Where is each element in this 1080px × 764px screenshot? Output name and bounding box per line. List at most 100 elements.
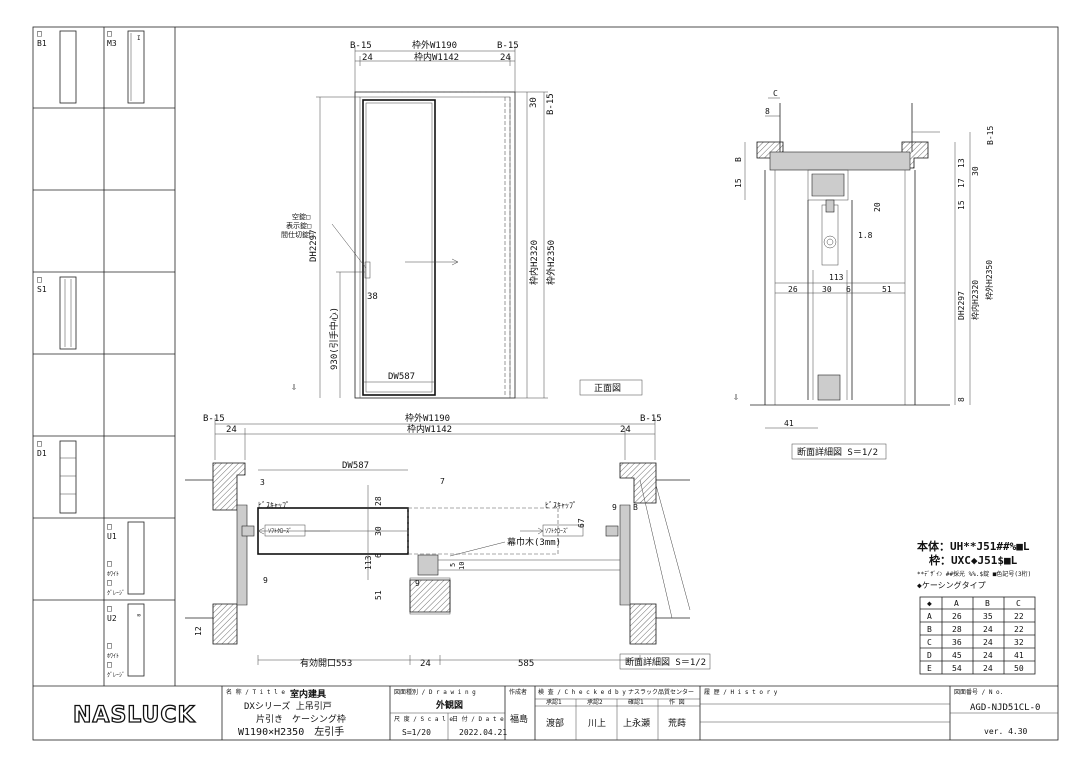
section-d113: 113 xyxy=(829,273,844,282)
section-d26: 26 xyxy=(788,285,798,294)
front-lock2: 表示錠□ xyxy=(286,221,311,230)
panel-u1-color1: ﾎﾜｲﾄ xyxy=(107,571,119,578)
section-d15: 15 xyxy=(734,178,743,188)
spec-cell: A xyxy=(927,612,932,621)
front-handle-h: 930(引手中心) xyxy=(328,307,340,370)
spec-cell: B xyxy=(927,625,932,634)
panel-u2-mark: ∞ xyxy=(137,612,141,619)
spec-cell: 50 xyxy=(1014,664,1024,673)
plan-d67: 67 xyxy=(577,518,586,528)
panel-u1-box: □ xyxy=(107,522,112,531)
tb-role2: 承認2 xyxy=(587,698,603,706)
plan-b15-right: B-15 xyxy=(640,414,662,424)
tb-scale-label: 尺 度 / S c a l e xyxy=(394,715,453,723)
plan-db: B xyxy=(633,503,638,512)
panel-u1-code: U1 xyxy=(107,532,117,541)
spec-header-2: B xyxy=(985,599,990,608)
section-inner-h: 枠内H2320 xyxy=(970,280,980,320)
panel-m3-thumb xyxy=(127,30,145,104)
plan-d51: 51 xyxy=(374,590,383,600)
spec-cell: 24 xyxy=(983,625,993,634)
front-d30: 30 xyxy=(529,97,539,108)
plan-d7: 7 xyxy=(440,477,445,486)
front-outer-w: 枠外W1190 xyxy=(412,39,457,51)
section-c: C xyxy=(773,89,778,98)
panel-b1-thumb xyxy=(59,30,77,104)
tb-sign4: 荒蒔 xyxy=(668,717,686,729)
tb-name-label: 名 称 / T i t l e xyxy=(226,688,285,696)
sheet-border xyxy=(32,26,1059,741)
plan-view-label: 断面詳細図 S＝1/2 xyxy=(625,656,706,668)
section-d30: 30 xyxy=(822,285,832,294)
plan-b15-left: B-15 xyxy=(203,414,225,424)
spec-frame: 枠：UXC◆J51$■L xyxy=(929,553,1018,567)
plan-d113: 113 xyxy=(364,555,373,570)
panel-u2-color1: ﾎﾜｲﾄ xyxy=(107,653,119,660)
panel-u1-color2: ｸﾞﾚｰｼﾞ xyxy=(107,590,125,597)
tb-check-label: 検 査 / C h e c k e d b y xyxy=(538,688,626,696)
section-view-label: 断面詳細図 S＝1/2 xyxy=(797,446,878,458)
vertical-section: C 8 ⇩ B 15 20 1.8 xyxy=(733,89,995,460)
plan-d9a: 9 xyxy=(263,576,268,585)
front-outer-h: 枠外H2350 xyxy=(545,240,557,285)
plan-d585: 585 xyxy=(518,659,534,669)
title-block: NASLUCK 名 称 / T i t l e 室内建具 DXシリーズ 上吊引戸… xyxy=(72,686,1058,740)
panel-u2-color2: ｸﾞﾚｰｼﾞ xyxy=(107,672,125,679)
spec-cell: 41 xyxy=(1014,651,1024,660)
plan-d30: 30 xyxy=(374,526,383,536)
spec-header-0: ◆ xyxy=(927,599,932,608)
front-view-label: 正面図 xyxy=(594,383,621,394)
panel-m3-box: □ xyxy=(107,29,112,38)
front-b15-side: B-15 xyxy=(546,93,556,115)
panel-d1-box: □ xyxy=(37,439,42,448)
spec-cell: 26 xyxy=(952,612,962,621)
plan-d12: 12 xyxy=(194,626,203,636)
tb-role3: 確認1 xyxy=(628,698,644,706)
section-dh: DH2297 xyxy=(957,291,966,320)
panel-m3-code: M3 xyxy=(107,39,117,48)
plan-skirt: 幕巾木(3mm) xyxy=(507,536,561,548)
panel-u2-box: □ xyxy=(107,604,112,613)
plan-inner-w: 枠内W1142 xyxy=(407,423,452,435)
front-d24-right: 24 xyxy=(500,53,511,63)
plan-screw-left: ﾋﾞｽｷｬｯﾌﾟ xyxy=(258,501,290,510)
plan-soft-left: ｿﾌﾄｸﾛｰｽﾞ xyxy=(268,528,292,535)
plan-d9b: 9 xyxy=(415,579,420,588)
section-db: B xyxy=(734,157,743,162)
tb-no-label: 図面番号 / N o. xyxy=(954,689,1003,696)
front-dw: DW587 xyxy=(388,372,415,382)
spec-cell: 36 xyxy=(952,638,962,647)
tb-drawing-label: 図面種別 / D r a w i n g xyxy=(394,688,476,696)
spec-cell: D xyxy=(927,651,932,660)
tb-name4: W1190×H2350 左引手 xyxy=(238,725,344,738)
spec-cell: 24 xyxy=(983,664,993,673)
front-inner-w: 枠内W1142 xyxy=(414,51,459,63)
panel-u1-color1-box: □ xyxy=(107,559,112,568)
panel-b1-box: □ xyxy=(37,29,42,38)
panel-u2-color1-box: □ xyxy=(107,641,112,650)
spec-cell: C xyxy=(927,638,932,647)
tb-check-sub: ナスラック品質センター xyxy=(628,688,694,696)
spec-cell: E xyxy=(927,664,932,673)
tb-sign2: 川上 xyxy=(588,718,606,729)
spec-cell: 24 xyxy=(983,651,993,660)
spec-block: 本体：UH**J51##%■L 枠：UXC◆J51$■L **ﾃﾞｻﾞｲﾝ ##… xyxy=(917,539,1036,675)
front-dh: DH2297 xyxy=(309,229,319,262)
section-d20: 20 xyxy=(873,202,882,212)
section-outer-h: 枠外H2350 xyxy=(984,260,994,300)
spec-cell: 54 xyxy=(952,664,962,673)
spec-cell: 22 xyxy=(1014,612,1024,621)
plan-soft-right: ｿﾌﾄｸﾛｰｽﾞ xyxy=(545,528,569,535)
front-d24-left: 24 xyxy=(362,53,373,63)
panel-u2-color2-box: □ xyxy=(107,660,112,669)
section-b15: B-15 xyxy=(986,126,995,145)
section-d8b: 8 xyxy=(957,397,966,402)
brand-logo: NASLUCK xyxy=(73,703,196,728)
spec-cell: 35 xyxy=(983,612,993,621)
plan-d6: 6 xyxy=(374,553,383,558)
panel-u2-thumb xyxy=(127,603,145,677)
panel-b1-code: B1 xyxy=(37,39,47,48)
section-d6: 6 xyxy=(846,285,851,294)
spec-note: **ﾃﾞｻﾞｲﾝ ##採光 %%.$錠 ■色記号(3桁) xyxy=(917,570,1031,578)
tb-sign3: 上永瀬 xyxy=(623,717,650,729)
